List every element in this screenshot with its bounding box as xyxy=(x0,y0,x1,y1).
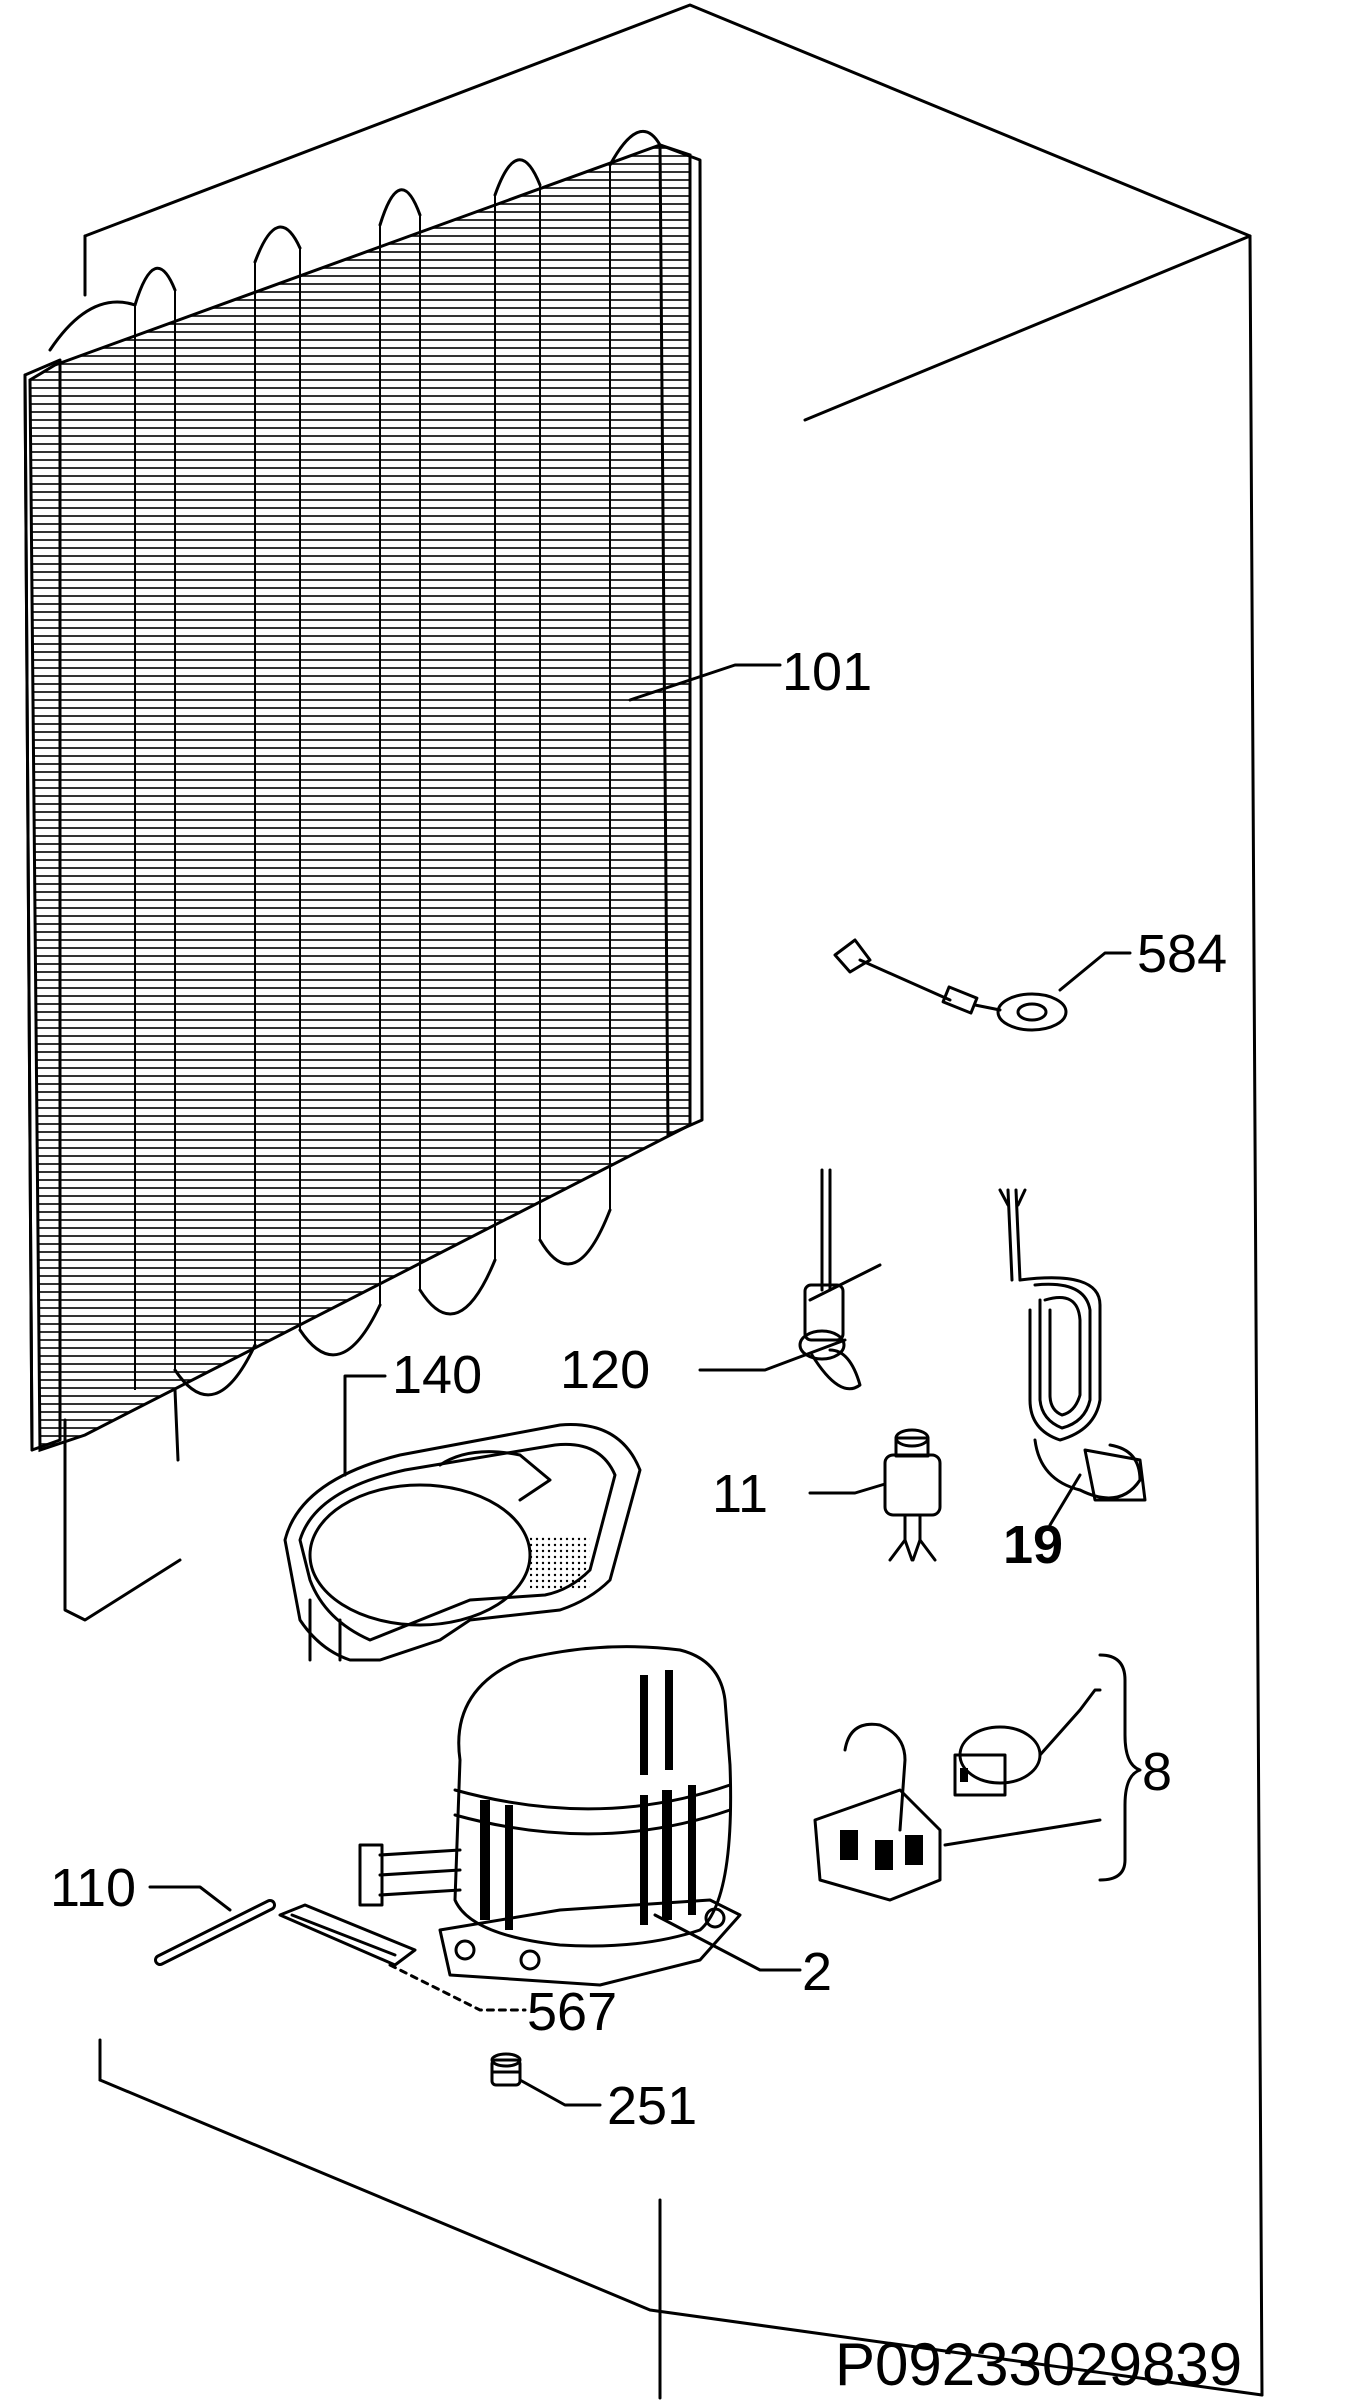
part-2-compressor xyxy=(358,1645,742,1987)
part-11-component xyxy=(883,1428,942,1562)
condenser-pipe-outlets xyxy=(63,1388,182,1622)
label-110: 110 xyxy=(50,1858,136,1918)
label-120: 120 xyxy=(560,1340,650,1400)
part-8-relay-assembly xyxy=(813,1722,1042,1902)
label-101: 101 xyxy=(782,642,872,702)
part-120-probe xyxy=(798,1168,882,1391)
label-567: 567 xyxy=(527,1982,617,2042)
condenser-tube-columns xyxy=(134,165,611,1390)
label-19: 19 xyxy=(1003,1515,1063,1575)
part-labels: 101 584 120 140 11 19 8 110 2 567 251 P0… xyxy=(50,642,1242,2398)
part-251-grommet xyxy=(490,2052,522,2087)
cabinet-outline xyxy=(83,3,1264,2400)
compressor-shading xyxy=(480,1670,696,1930)
condenser xyxy=(23,129,704,1622)
part-140-drip-tray xyxy=(283,1423,642,1662)
part-110-tube xyxy=(154,1899,276,1966)
label-8: 8 xyxy=(1142,1742,1172,1802)
condenser-tube-bends xyxy=(48,129,662,1397)
drawing-code: P09233029839 xyxy=(835,2331,1242,2398)
part-19-power-cord xyxy=(998,1188,1147,1502)
label-251: 251 xyxy=(607,2076,697,2136)
label-140: 140 xyxy=(392,1345,482,1405)
leader-lines xyxy=(148,663,1142,2107)
part-567-plate xyxy=(278,1903,417,1967)
label-2: 2 xyxy=(802,1942,832,2002)
label-584: 584 xyxy=(1137,924,1227,984)
part-584-sensor xyxy=(833,938,1068,1032)
label-11: 11 xyxy=(712,1464,768,1524)
